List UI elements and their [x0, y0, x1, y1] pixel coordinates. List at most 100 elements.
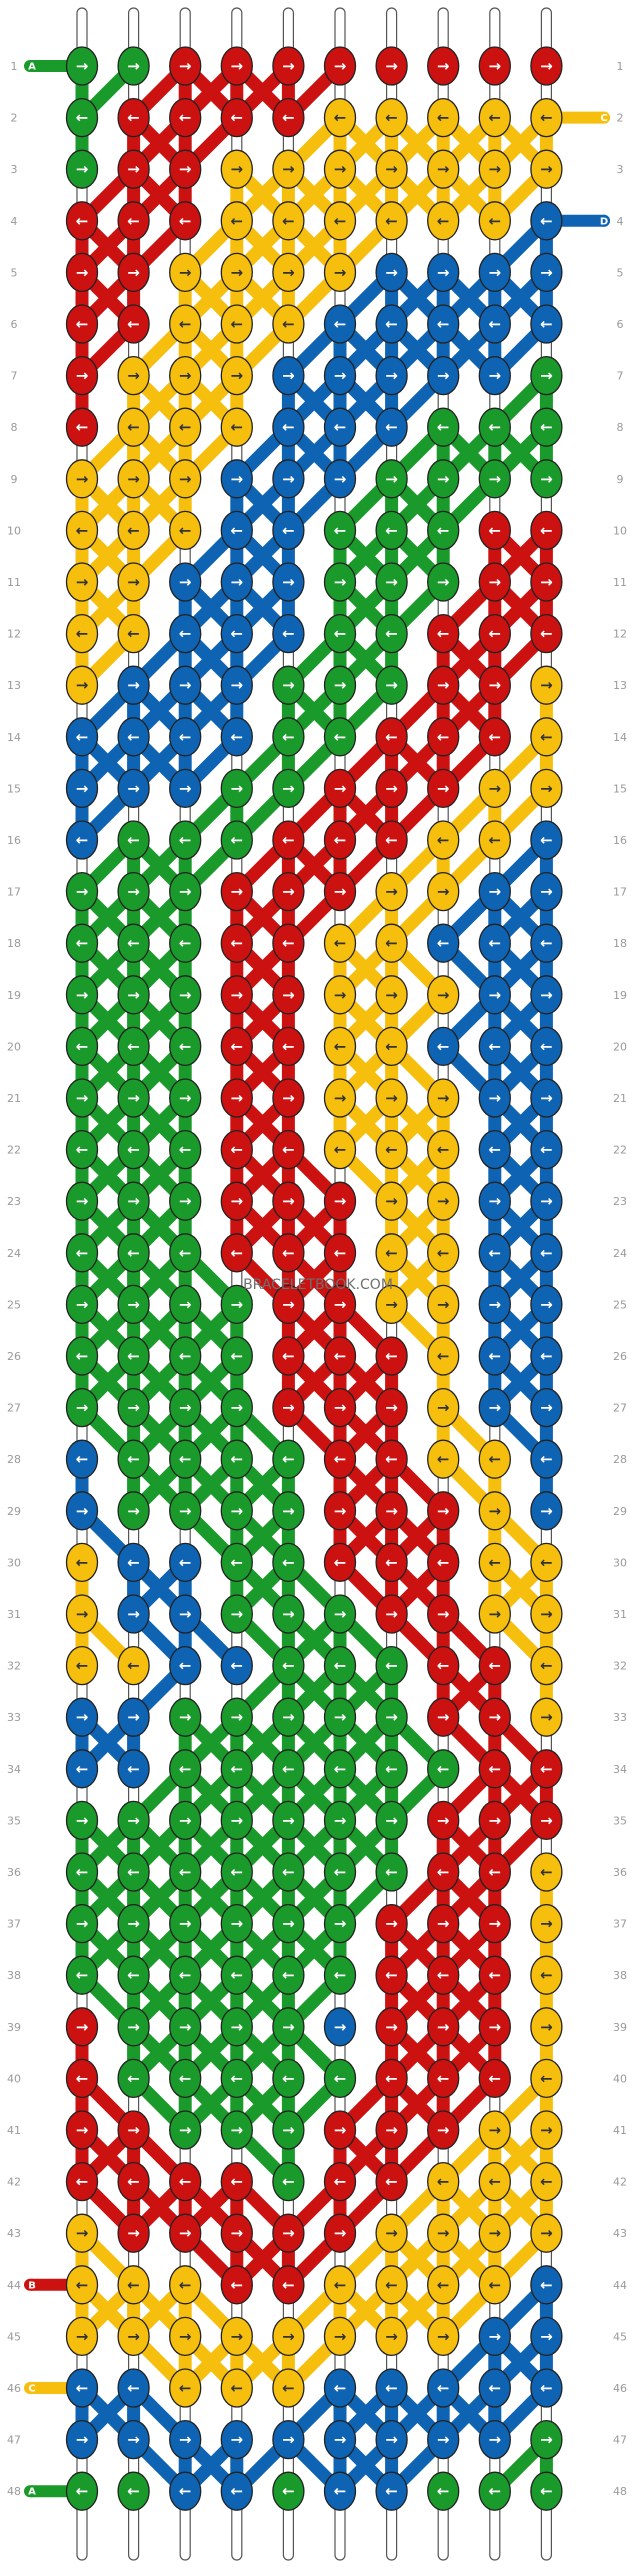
- arrow-right-icon: →: [179, 2018, 192, 2036]
- knot: →: [478, 252, 511, 293]
- knot-shape: [323, 923, 357, 963]
- arrow-left-icon: ←: [282, 521, 295, 539]
- knot-shape: [427, 2110, 460, 2150]
- knot-shape: [375, 1336, 408, 1376]
- knot-shape: [375, 2007, 408, 2047]
- knot: →: [427, 252, 460, 293]
- knot: ←: [169, 1749, 202, 1789]
- arrow-left-icon: ←: [489, 1966, 502, 1984]
- row-number-right: 33: [613, 1711, 627, 1724]
- knot-shape: [272, 304, 305, 344]
- knot: →: [65, 1697, 99, 1737]
- knot: →: [272, 459, 305, 499]
- knot: ←: [272, 1645, 305, 1686]
- knot: ←: [220, 1129, 253, 1170]
- knot: →: [272, 665, 305, 705]
- arrow-left-icon: ←: [127, 728, 140, 746]
- row-number-right: 9: [617, 473, 624, 486]
- knot-shape: [478, 149, 511, 189]
- knot-shape: [375, 1800, 408, 1841]
- knot-shape: [478, 1026, 511, 1067]
- arrow-right-icon: →: [540, 263, 553, 281]
- knot: →: [375, 1903, 408, 1944]
- knot: →: [117, 1594, 150, 1634]
- knot: ←: [375, 1129, 408, 1170]
- knot: →: [272, 1491, 305, 1531]
- knot-shape: [169, 1181, 202, 1221]
- knot-shape: [65, 871, 99, 912]
- arrow-left-icon: ←: [127, 1450, 140, 1468]
- knot: →: [375, 355, 408, 396]
- knot: →: [530, 2007, 563, 2047]
- arrow-right-icon: →: [334, 470, 347, 488]
- knot: ←: [323, 820, 357, 860]
- knot-shape: [427, 1233, 460, 1273]
- knot: →: [272, 2316, 305, 2357]
- knot: ←: [169, 1645, 202, 1686]
- arrow-right-icon: →: [334, 2431, 347, 2449]
- knot: →: [478, 2110, 511, 2150]
- arrow-left-icon: ←: [385, 521, 398, 539]
- knot: ←: [478, 201, 511, 241]
- row-number-right: 41: [613, 2124, 627, 2137]
- arrow-right-icon: →: [76, 1089, 89, 1107]
- knot: →: [530, 2419, 563, 2460]
- knot: ←: [323, 1645, 357, 1686]
- arrow-left-icon: ←: [540, 728, 553, 746]
- arrow-right-icon: →: [540, 1192, 553, 1210]
- knot-shape: [272, 201, 305, 241]
- arrow-right-icon: →: [76, 1915, 89, 1933]
- row-number-right: 4: [617, 215, 624, 228]
- knot-shape: [65, 510, 99, 551]
- knot: →: [220, 355, 253, 396]
- knot-shape: [530, 2368, 563, 2408]
- arrow-left-icon: ←: [231, 521, 244, 539]
- arrow-right-icon: →: [540, 1295, 553, 1313]
- knot-shape: [530, 1387, 563, 1428]
- knot-shape: [530, 871, 563, 912]
- arrow-right-icon: →: [540, 2018, 553, 2036]
- knot: →: [169, 459, 202, 499]
- arrow-right-icon: →: [334, 1502, 347, 1520]
- knot: →: [272, 1594, 305, 1634]
- knot: →: [220, 768, 253, 809]
- row-number-right: 22: [613, 1144, 627, 1157]
- knot-shape: [169, 1697, 202, 1737]
- knot-shape: [220, 1129, 253, 1170]
- knot: ←: [117, 2161, 150, 2202]
- knot: ←: [478, 1439, 511, 1479]
- knot: →: [117, 2007, 150, 2047]
- knot-shape: [530, 252, 563, 293]
- knot-shape: [530, 1491, 563, 1531]
- knot-shape: [478, 2213, 511, 2253]
- arrow-right-icon: →: [489, 779, 502, 797]
- row-number-left: 21: [7, 1092, 21, 1105]
- arrow-left-icon: ←: [282, 2276, 295, 2294]
- arrow-left-icon: ←: [437, 934, 450, 952]
- knot: ←: [220, 1955, 253, 1995]
- knot: →: [530, 975, 563, 1015]
- knot: ←: [427, 1542, 460, 1583]
- knot: →: [65, 1284, 99, 1325]
- knot-shape: [478, 1697, 511, 1737]
- arrow-right-icon: →: [489, 2224, 502, 2242]
- knot-shape: [427, 1594, 460, 1634]
- knot: →: [323, 1284, 357, 1325]
- knot: →: [323, 1903, 357, 1944]
- knot: →: [169, 1078, 202, 1118]
- knot-shape: [323, 975, 357, 1015]
- arrow-left-icon: ←: [127, 934, 140, 952]
- arrow-left-icon: ←: [385, 418, 398, 436]
- knot: →: [427, 1697, 460, 1737]
- row-number-right: 14: [613, 731, 627, 744]
- knot: →: [272, 1284, 305, 1325]
- arrow-right-icon: →: [437, 263, 450, 281]
- knot-shape: [427, 1697, 460, 1737]
- arrow-left-icon: ←: [540, 1347, 553, 1365]
- arrow-right-icon: →: [385, 779, 398, 797]
- arrow-left-icon: ←: [282, 1657, 295, 1675]
- row-number-right: 13: [613, 679, 627, 692]
- knot-shape: [427, 2419, 460, 2460]
- arrow-right-icon: →: [179, 367, 192, 385]
- knot: ←: [478, 1955, 511, 1995]
